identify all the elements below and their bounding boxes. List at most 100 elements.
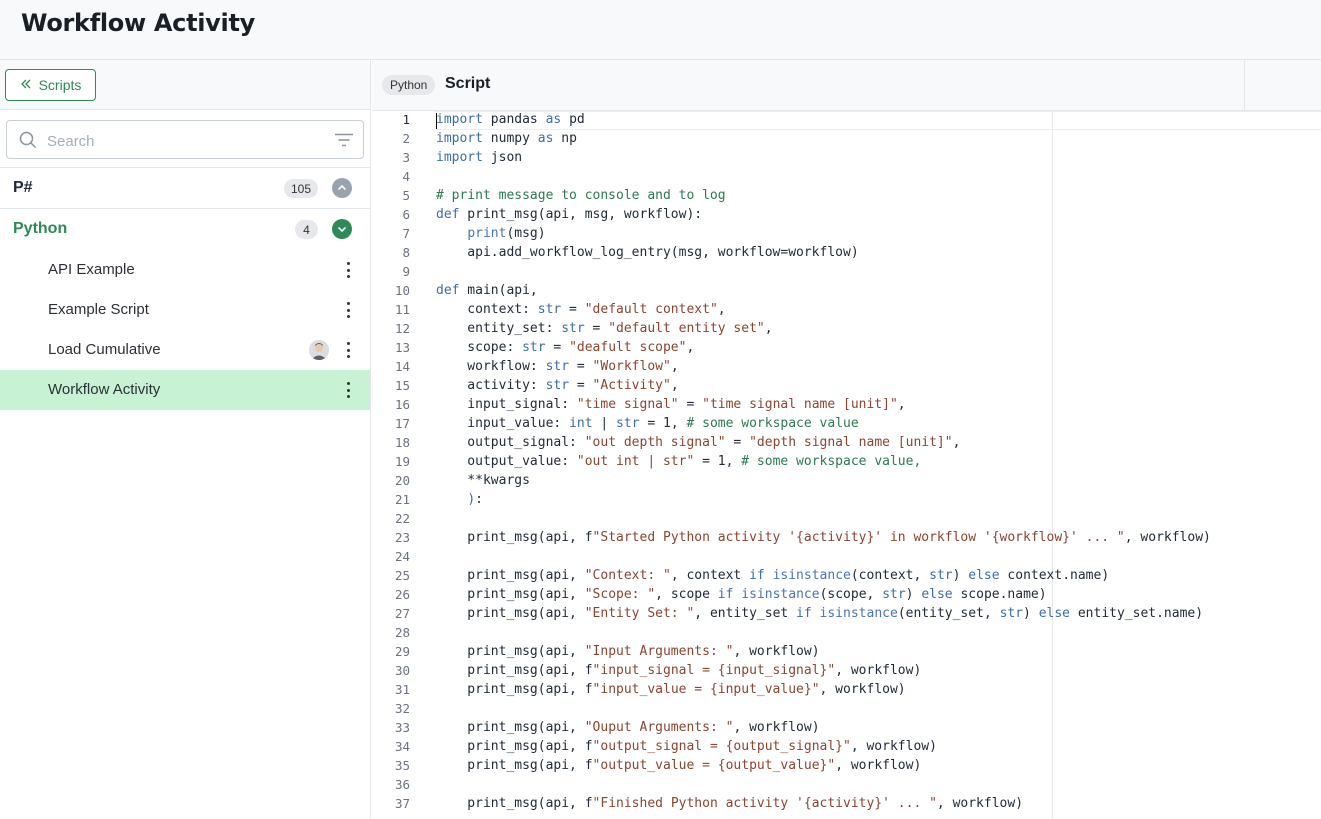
group-name: Python xyxy=(13,220,68,237)
code-line[interactable]: 14 workflow: str = "Workflow", xyxy=(372,358,1321,377)
line-number: 7 xyxy=(402,226,410,241)
code-text: api.add_workflow_log_entry(msg, workflow… xyxy=(436,245,859,260)
code-line[interactable]: 33 print_msg(api, "Ouput Arguments: ", w… xyxy=(372,719,1321,738)
search-box[interactable] xyxy=(6,120,364,159)
code-line[interactable]: 17 input_value: int | str = 1, # some wo… xyxy=(372,415,1321,434)
chevron-down-icon[interactable] xyxy=(332,219,352,239)
code-line[interactable]: 11 context: str = "default context", xyxy=(372,301,1321,320)
code-line[interactable]: 23 print_msg(api, f"Started Python activ… xyxy=(372,529,1321,548)
code-text: import pandas as pd xyxy=(436,112,585,127)
header-divider xyxy=(1244,60,1245,111)
line-number: 3 xyxy=(402,150,410,165)
language-badge: Python xyxy=(382,75,436,95)
line-number: 12 xyxy=(394,321,410,336)
code-line[interactable]: 15 activity: str = "Activity", xyxy=(372,377,1321,396)
code-line[interactable]: 34 print_msg(api, f"output_signal = {out… xyxy=(372,738,1321,757)
line-number: 6 xyxy=(402,207,410,222)
more-options-icon[interactable] xyxy=(346,342,350,358)
line-number: 2 xyxy=(402,131,410,146)
code-line[interactable]: 19 output_value: "out int | str" = 1, # … xyxy=(372,453,1321,472)
code-line[interactable]: 30 print_msg(api, f"input_signal = {inpu… xyxy=(372,662,1321,681)
page-title: Workflow Activity xyxy=(21,9,255,37)
line-number: 29 xyxy=(394,644,410,659)
line-number: 18 xyxy=(394,435,410,450)
script-item-label: Workflow Activity xyxy=(48,381,161,398)
line-number: 20 xyxy=(394,473,410,488)
line-number: 15 xyxy=(394,378,410,393)
group-count-badge: 4 xyxy=(295,220,318,239)
code-line[interactable]: 26 print_msg(api, "Scope: ", scope if is… xyxy=(372,586,1321,605)
code-text: print_msg(api, "Ouput Arguments: ", work… xyxy=(436,720,820,735)
line-number: 33 xyxy=(394,720,410,735)
line-number: 24 xyxy=(394,549,410,564)
more-options-icon[interactable] xyxy=(346,302,350,318)
code-line[interactable]: 27 print_msg(api, "Entity Set: ", entity… xyxy=(372,605,1321,624)
code-line[interactable]: 24 xyxy=(372,548,1321,567)
group-python[interactable]: Python 4 xyxy=(0,209,370,250)
line-number: 37 xyxy=(394,796,410,811)
code-text: **kwargs xyxy=(436,473,530,488)
code-text: print_msg(api, f"Finished Python activit… xyxy=(436,796,1024,811)
code-line[interactable]: 31 print_msg(api, f"input_value = {input… xyxy=(372,681,1321,700)
code-line[interactable]: 3 import json xyxy=(372,149,1321,168)
current-line-highlight xyxy=(434,111,1321,130)
code-line[interactable]: 22 xyxy=(372,510,1321,529)
code-line[interactable]: 25 print_msg(api, "Context: ", context i… xyxy=(372,567,1321,586)
code-line[interactable]: 29 print_msg(api, "Input Arguments: ", w… xyxy=(372,643,1321,662)
code-text: print_msg(api, "Input Arguments: ", work… xyxy=(436,644,820,659)
code-text: print_msg(api, "Entity Set: ", entity_se… xyxy=(436,606,1204,621)
code-text: print_msg(api, f"input_value = {input_va… xyxy=(436,682,906,697)
more-options-icon[interactable] xyxy=(346,262,350,278)
line-number: 1 xyxy=(402,112,410,127)
chevron-up-icon[interactable] xyxy=(332,178,352,198)
line-number: 27 xyxy=(394,606,410,621)
code-line[interactable]: 36 xyxy=(372,776,1321,795)
code-line[interactable]: 21 ): xyxy=(372,491,1321,510)
code-text: scope: str = "deafult scope", xyxy=(436,340,695,355)
code-line[interactable]: 6 def print_msg(api, msg, workflow): xyxy=(372,206,1321,225)
line-number: 19 xyxy=(394,454,410,469)
line-number: 34 xyxy=(394,739,410,754)
code-line[interactable]: 37 print_msg(api, f"Finished Python acti… xyxy=(372,795,1321,814)
script-item-example-script[interactable]: Example Script xyxy=(0,290,370,330)
code-text: print(msg) xyxy=(467,226,546,241)
group-psharp[interactable]: P# 105 xyxy=(0,168,370,209)
code-text: print_msg(api, "Scope: ", scope if isins… xyxy=(436,587,1047,602)
code-text: # print message to console and to log xyxy=(436,188,726,203)
code-text: print_msg(api, "Context: ", context if i… xyxy=(436,568,1110,583)
line-number: 11 xyxy=(394,302,410,317)
script-item-load-cumulative[interactable]: Load Cumulative xyxy=(0,330,370,370)
code-text: import json xyxy=(436,150,523,165)
filter-icon[interactable] xyxy=(335,133,353,147)
code-line[interactable]: 32 xyxy=(372,700,1321,719)
code-line[interactable]: 16 input_signal: "time signal" = "time s… xyxy=(372,396,1321,415)
group-count-badge: 105 xyxy=(283,179,318,198)
code-line[interactable]: 18 output_signal: "out depth signal" = "… xyxy=(372,434,1321,453)
code-line[interactable]: 20 **kwargs xyxy=(372,472,1321,491)
code-text: def print_msg(api, msg, workflow): xyxy=(436,207,703,222)
code-line[interactable]: 9 xyxy=(372,263,1321,282)
code-line[interactable]: 13 scope: str = "deafult scope", xyxy=(372,339,1321,358)
code-line[interactable]: 5 # print message to console and to log xyxy=(372,187,1321,206)
text-caret xyxy=(436,113,437,129)
sidebar: Scripts P# 105 Python 4 API Example xyxy=(0,60,371,819)
code-line[interactable]: 1 import pandas as pd xyxy=(372,111,1321,130)
script-item-api-example[interactable]: API Example xyxy=(0,250,370,290)
search-input[interactable] xyxy=(47,130,327,152)
line-number: 4 xyxy=(402,169,410,184)
scripts-collapse-button[interactable]: Scripts xyxy=(5,69,96,101)
code-line[interactable]: 12 entity_set: str = "default entity set… xyxy=(372,320,1321,339)
more-options-icon[interactable] xyxy=(346,382,350,398)
code-text: context: str = "default context", xyxy=(436,302,726,317)
code-line[interactable]: 8 api.add_workflow_log_entry(msg, workfl… xyxy=(372,244,1321,263)
code-line[interactable]: 4 xyxy=(372,168,1321,187)
code-line[interactable]: 7 print(msg) xyxy=(372,225,1321,244)
script-item-workflow-activity[interactable]: Workflow Activity xyxy=(0,370,370,410)
code-line[interactable]: 35 print_msg(api, f"output_value = {outp… xyxy=(372,757,1321,776)
line-number: 5 xyxy=(402,188,410,203)
top-bar: Workflow Activity xyxy=(0,0,1321,60)
code-line[interactable]: 28 xyxy=(372,624,1321,643)
